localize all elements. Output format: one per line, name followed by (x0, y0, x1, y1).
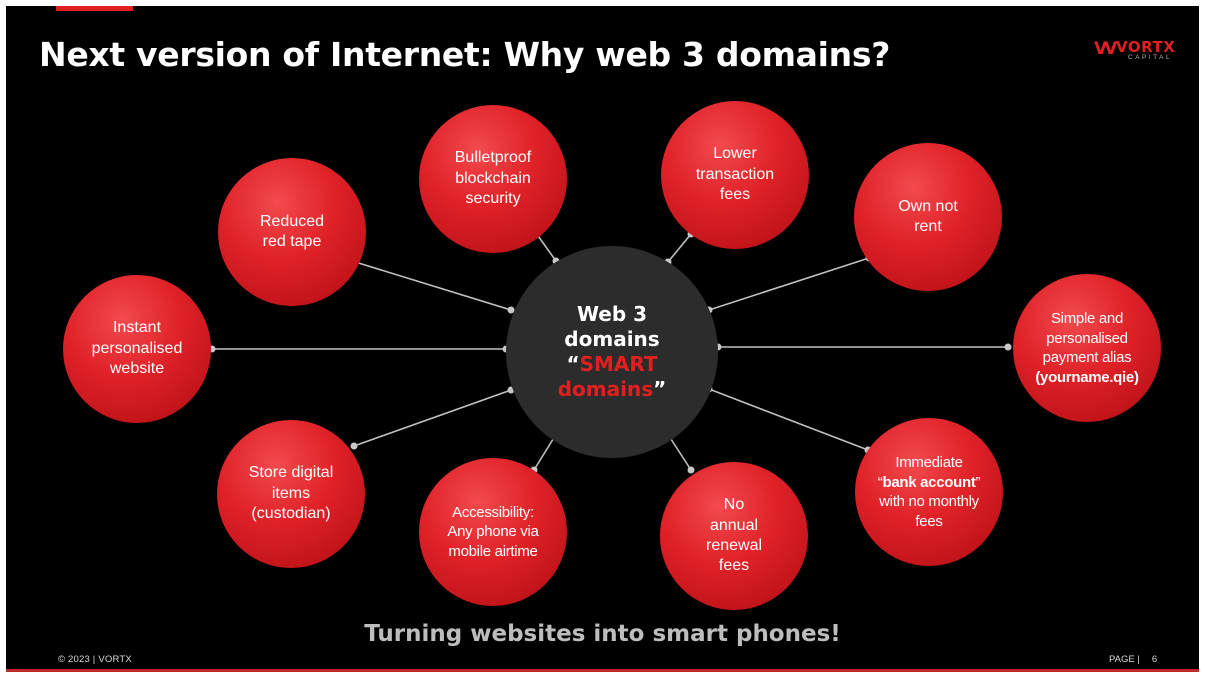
bubble-line: fees (719, 186, 751, 204)
bubble-no-annual-renewal-fees: No annual renewal fees (660, 462, 808, 610)
bubble-line: Own not (898, 197, 958, 215)
accent-bar (56, 6, 133, 11)
bubble-line: No (723, 496, 745, 514)
footer-copyright: © 2023 | VORTX (58, 654, 132, 665)
bubble-reduced-red-tape: Reduced red tape (218, 158, 366, 306)
bubble-line: security (465, 190, 521, 208)
bubble-line: (custodian) (251, 505, 331, 523)
connector-lower-fees (667, 233, 692, 263)
hub-line-1: Web 3 (576, 302, 648, 326)
bubble-accessibility: Accessibility: Any phone via mobile airt… (419, 458, 567, 606)
bubble-bank-account: Immediate “bank account” with no monthly… (855, 418, 1003, 566)
bubble-line: Instant (112, 319, 162, 337)
bubble-instant-website: Instant personalised website (63, 275, 211, 423)
node-dot (1004, 343, 1012, 351)
node-dot (350, 442, 358, 450)
bubble-line: Immediate (895, 454, 963, 471)
hub-open-quote: “ (566, 352, 580, 376)
bubble-line: transaction (695, 165, 775, 183)
hub-smart: SMART (579, 352, 658, 376)
bubble-line: Any phone via (447, 523, 539, 541)
bubble-line: items (271, 484, 311, 502)
bubble-line: website (109, 360, 165, 378)
bubble-line: blockchain (455, 169, 531, 187)
hub-domains-red: domains (557, 377, 654, 401)
bubble-line: payment alias (1042, 349, 1132, 366)
hub-close-quote: ” (653, 377, 667, 401)
bubble-line: Bulletproof (454, 149, 532, 167)
vortx-logo: VV VORTX CAPITAL (1094, 38, 1184, 68)
bubble-line: Reduced (259, 212, 325, 230)
page-label: PAGE | (1109, 654, 1140, 665)
bubble-bulletproof-security: Bulletproof blockchain security (419, 105, 567, 253)
hub-line-3: “SMART (566, 352, 657, 377)
bubble-line: fees (915, 512, 943, 530)
bubble-line: fees (718, 557, 750, 575)
bubble-line: red tape (262, 233, 322, 250)
hub-line-2: domains (564, 327, 660, 351)
bubble-line: personalised (1046, 329, 1128, 347)
bubble-lower-transaction-fees: Lower transaction fees (661, 101, 809, 249)
bubble-line: Accessibility: (452, 503, 534, 521)
bubble-line: personalised (91, 339, 183, 357)
connector-store-items (353, 389, 512, 447)
center-hub: Web 3 domains “SMART domains” (506, 246, 718, 458)
bubble-store-digital-items: Store digital items (custodian) (217, 420, 365, 568)
bubble-line: mobile airtime (448, 542, 538, 560)
bank-account-bold: bank account (882, 473, 976, 491)
bubble-payment-alias: Simple and personalised payment alias (y… (1013, 274, 1161, 422)
slide-title: Next version of Internet: Why web 3 doma… (39, 35, 891, 74)
connector-red-tape (351, 260, 512, 311)
connector-no-renewal (668, 435, 692, 471)
connector-accessibility (533, 435, 556, 471)
bubble-line: “bank account” (878, 473, 981, 493)
bubble-line: annual (709, 516, 759, 534)
bottom-border (6, 669, 1199, 672)
hub-line-4: domains” (558, 377, 667, 402)
footer-page: PAGE | 6 (1109, 654, 1157, 665)
connector-lines (208, 229, 1012, 474)
bubble-line: rent (914, 218, 942, 235)
page-number: 6 (1151, 654, 1158, 665)
bubble-line: Simple and (1050, 310, 1124, 327)
bubble-line: Store digital (248, 464, 334, 482)
connector-bank-account (708, 388, 869, 451)
logo-subtitle: CAPITAL (1128, 54, 1173, 61)
bubble-line: with no monthly (879, 493, 979, 510)
connector-own-not-rent (708, 257, 870, 311)
bubble-line-bold: (yourname.qie) (1035, 368, 1139, 386)
logo-name: VORTX (1116, 38, 1176, 56)
quote-close: ” (975, 473, 981, 491)
bubble-own-not-rent: Own not rent (854, 143, 1002, 291)
node-dot (687, 466, 695, 474)
bubble-line: Lower (713, 145, 757, 163)
bubble-line: renewal (705, 537, 763, 554)
slide: Next version of Internet: Why web 3 doma… (6, 6, 1199, 672)
tagline: Turning websites into smart phones! (364, 621, 841, 647)
logo-mark-icon: VV (1094, 39, 1117, 59)
quote-open: “ (877, 473, 883, 491)
connector-bulletproof (535, 232, 557, 262)
